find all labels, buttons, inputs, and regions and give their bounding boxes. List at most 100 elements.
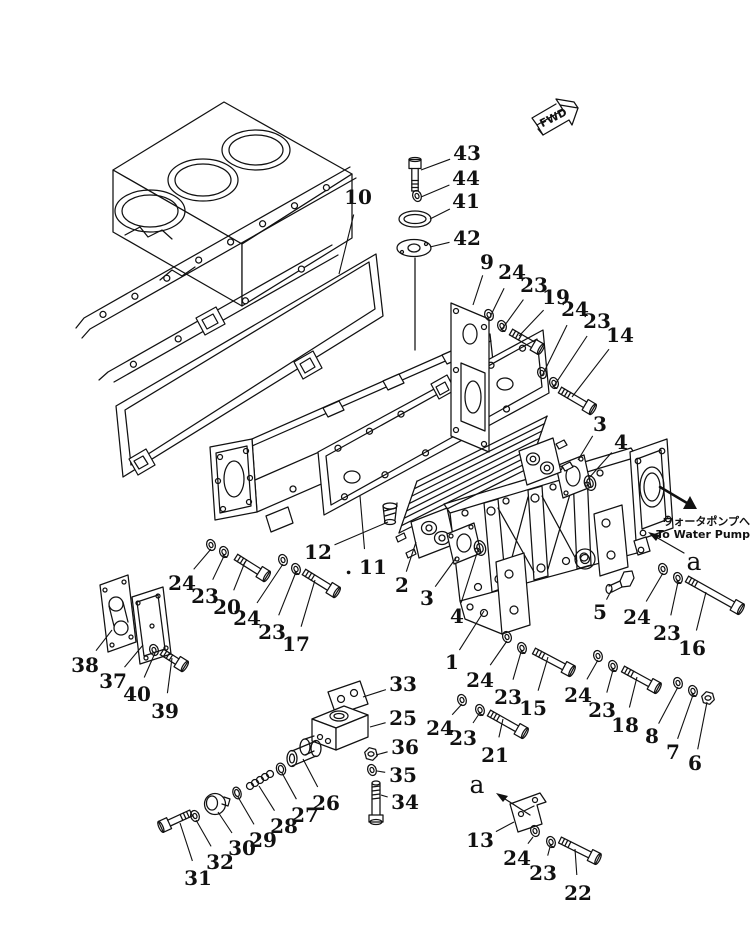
leader-line bbox=[359, 495, 366, 550]
part-number-label: 44 bbox=[452, 166, 480, 190]
leader-line bbox=[193, 548, 212, 570]
part-number-label: 24 bbox=[503, 846, 531, 870]
leader-line bbox=[143, 652, 156, 678]
leader-line bbox=[537, 656, 549, 691]
leader-line bbox=[577, 435, 594, 461]
leader-line bbox=[179, 822, 193, 862]
leader-line bbox=[376, 770, 386, 773]
part-number-label: 28 bbox=[270, 814, 298, 838]
part-number-label: 5 bbox=[593, 600, 607, 624]
sensor-plug-5 bbox=[605, 570, 635, 595]
view-a-arrow-right: a bbox=[648, 532, 702, 576]
bypass-spring-12 bbox=[382, 502, 398, 526]
leader-line bbox=[217, 811, 233, 834]
fwd-arrow: FWD bbox=[531, 98, 579, 136]
part-number-label: 26 bbox=[312, 791, 340, 815]
part-number-label: 31 bbox=[184, 866, 212, 890]
leader-line bbox=[571, 348, 610, 398]
leader-line bbox=[697, 701, 708, 750]
part-number-label: 16 bbox=[678, 636, 706, 660]
water-pump-port bbox=[639, 466, 665, 508]
leader-line bbox=[695, 591, 707, 631]
leader-line bbox=[495, 821, 515, 833]
water-pump-note-jp: ウォータポンプへ bbox=[662, 514, 750, 528]
leader-line bbox=[606, 588, 613, 600]
leader-line bbox=[166, 657, 173, 694]
part-number-label: 12 bbox=[304, 540, 332, 564]
leader-line bbox=[420, 158, 451, 171]
leader-line bbox=[429, 208, 451, 220]
part-number-label: 24 bbox=[564, 683, 592, 707]
mount-bracket-13 bbox=[509, 792, 547, 833]
leader-line bbox=[451, 703, 463, 716]
leader-line bbox=[670, 581, 679, 616]
part-number-label: 30 bbox=[228, 836, 256, 860]
leader-line bbox=[375, 751, 388, 756]
stud-bolt-34 bbox=[368, 780, 384, 826]
part-number-label: 18 bbox=[611, 713, 639, 737]
leader-line bbox=[362, 689, 387, 698]
part-number-label: 23 bbox=[191, 584, 219, 608]
part-number-label: 4 bbox=[450, 604, 464, 628]
part-number-label: 24 bbox=[623, 605, 651, 629]
leader-line bbox=[420, 184, 450, 198]
leader-line bbox=[518, 309, 544, 337]
part-number-label: 22 bbox=[564, 881, 592, 905]
part-number-label: 2 bbox=[395, 573, 409, 597]
part-number-label: 27 bbox=[291, 803, 319, 827]
leader-line bbox=[405, 541, 417, 572]
thermo-gasket-33 bbox=[327, 680, 369, 716]
leader-line bbox=[472, 713, 480, 724]
leader-line bbox=[281, 772, 297, 800]
part-number-label: 23 bbox=[529, 861, 557, 885]
water-pump-note-en: To Water Pump bbox=[656, 528, 750, 541]
part-number-label: 24 bbox=[233, 606, 261, 630]
view-a-arrow-bottom: a bbox=[470, 770, 531, 816]
cylinder-bore bbox=[221, 129, 291, 171]
leader-line bbox=[458, 610, 485, 651]
view-a-label-bottom: a bbox=[470, 770, 485, 799]
leader-line bbox=[278, 571, 297, 616]
leader-line bbox=[195, 819, 212, 847]
leader-line bbox=[124, 644, 144, 668]
leader-line bbox=[658, 686, 679, 724]
leader-line bbox=[489, 287, 505, 318]
part-number-label: 20 bbox=[213, 595, 241, 619]
part-number-label: 24 bbox=[498, 260, 526, 284]
part-number-label: 36 bbox=[391, 735, 419, 759]
leader-line bbox=[574, 848, 578, 876]
part-number-label: 24 bbox=[168, 571, 196, 595]
leader-line bbox=[429, 241, 450, 248]
part-number-label: 13 bbox=[466, 828, 494, 852]
part-number-label: 24 bbox=[561, 297, 589, 321]
part-number-label: 40 bbox=[123, 682, 151, 706]
leader-line bbox=[256, 563, 284, 604]
leader-line bbox=[501, 299, 524, 330]
part-number-label: 23 bbox=[588, 698, 616, 722]
part-number-label: 23 bbox=[653, 621, 681, 645]
top-seal-ring-41 bbox=[398, 210, 432, 228]
side-cover-plate-37 bbox=[131, 586, 172, 665]
part-number-label: 21 bbox=[481, 743, 509, 767]
side-cover-gasket-38 bbox=[99, 574, 137, 653]
part-number-label: 41 bbox=[452, 189, 480, 213]
leader-line bbox=[434, 557, 457, 588]
plug-cap-30 bbox=[203, 792, 231, 816]
part-number-label: 17 bbox=[282, 632, 310, 656]
part-number-label: 43 bbox=[453, 141, 481, 165]
part-number-label: 4 bbox=[614, 430, 628, 454]
leader-line bbox=[233, 561, 246, 591]
leader-line bbox=[512, 651, 522, 680]
part-number-label: 34 bbox=[391, 790, 419, 814]
leader-line bbox=[586, 659, 599, 680]
valve-sleeve-26 bbox=[286, 739, 322, 768]
leader-line bbox=[472, 275, 484, 306]
part-number-label: 1 bbox=[445, 650, 459, 674]
part-number-label: 42 bbox=[453, 226, 481, 250]
leader-line bbox=[645, 572, 664, 602]
part-number-label: . 11 bbox=[345, 555, 387, 579]
head-gasket-10 bbox=[115, 253, 384, 478]
